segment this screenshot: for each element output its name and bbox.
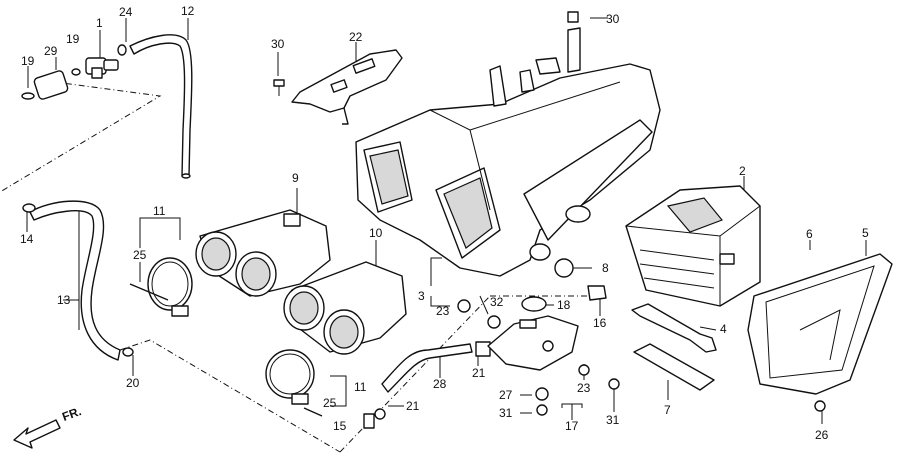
label-19a: 19 <box>66 32 80 46</box>
label-27: 27 <box>499 388 513 402</box>
label-21a: 21 <box>472 366 486 380</box>
breather-hose-12 <box>129 34 193 179</box>
label-25a: 25 <box>133 248 147 262</box>
label-31a: 31 <box>499 406 513 420</box>
connecting-tube-9 <box>195 209 331 297</box>
breather-joint-1 <box>21 44 134 357</box>
label-17: 17 <box>565 419 579 433</box>
label-9: 9 <box>292 171 299 185</box>
hose-28 <box>363 341 491 429</box>
label-20: 20 <box>126 376 140 390</box>
front-arrow-icon <box>13 419 61 449</box>
connecting-tube-10 <box>283 261 407 355</box>
plate-4 <box>631 303 717 353</box>
label-24: 24 <box>119 5 133 19</box>
label-26: 26 <box>815 428 829 442</box>
label-28: 28 <box>433 377 447 391</box>
label-5: 5 <box>862 226 869 240</box>
label-8: 8 <box>602 261 609 275</box>
strip-7 <box>633 343 715 391</box>
label-16: 16 <box>593 316 607 330</box>
label-30a: 30 <box>271 37 285 51</box>
band-clamp-25 <box>265 349 323 417</box>
label-3: 3 <box>418 289 425 303</box>
label-32: 32 <box>490 295 504 309</box>
small-fasteners <box>374 258 826 420</box>
label-23a: 23 <box>436 304 450 318</box>
label-12: 12 <box>181 4 195 18</box>
label-4: 4 <box>720 322 727 336</box>
label-2: 2 <box>739 164 746 178</box>
label-30b: 30 <box>606 12 620 26</box>
label-13: 13 <box>57 293 71 307</box>
label-14: 14 <box>20 232 34 246</box>
label-18: 18 <box>557 298 571 312</box>
label-1: 1 <box>96 16 103 30</box>
air-cleaner-cover-5 <box>747 253 893 395</box>
band-clamp-11 <box>129 257 193 317</box>
air-cleaner-case-3 <box>355 11 661 277</box>
label-29: 29 <box>44 44 58 58</box>
label-21b: 21 <box>406 399 420 413</box>
label-6: 6 <box>806 227 813 241</box>
leader-lines <box>0 17 867 453</box>
drain-hose-13 <box>29 200 121 361</box>
drain-housing-17 <box>487 315 579 371</box>
label-15: 15 <box>333 419 347 433</box>
label-22: 22 <box>349 30 363 44</box>
air-cleaner-element-2 <box>625 185 761 307</box>
bracket-22 <box>273 49 403 125</box>
label-10: 10 <box>369 226 383 240</box>
label-25b: 25 <box>323 396 337 410</box>
label-11a: 11 <box>153 204 166 218</box>
label-19b: 19 <box>21 54 35 68</box>
label-31b: 31 <box>606 413 620 427</box>
label-11b: 11 <box>354 380 367 394</box>
label-23b: 23 <box>577 381 591 395</box>
label-7: 7 <box>664 403 671 417</box>
